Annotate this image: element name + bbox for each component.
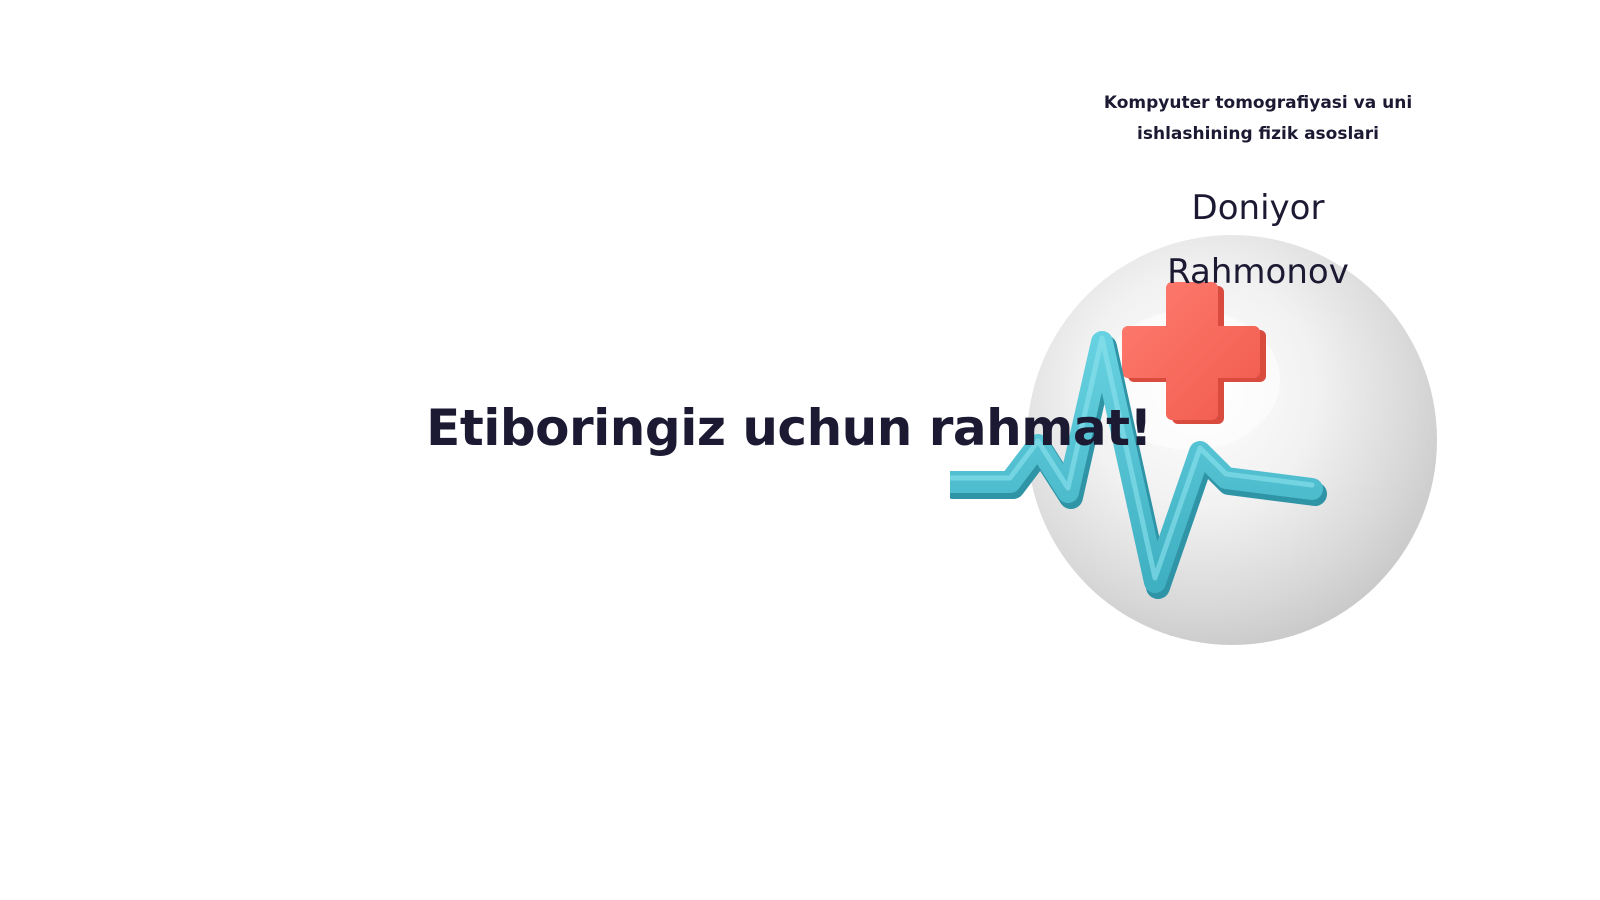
medical-heartbeat-icon [950,235,1437,645]
author-first-name: Doniyor [1191,188,1325,228]
slide-title-text: Etiboringiz uchun rahmat! [426,399,1152,457]
pulse-line [950,331,1327,599]
author-last-name: Rahmonov [1167,252,1349,292]
slide-title: Etiboringiz uchun rahmat! [0,396,1600,460]
author-name: Doniyor Rahmonov [1108,176,1408,304]
cross-shape [1122,282,1266,424]
presentation-topic: Kompyuter tomografiyasi va uni ishlashin… [1103,93,1413,144]
